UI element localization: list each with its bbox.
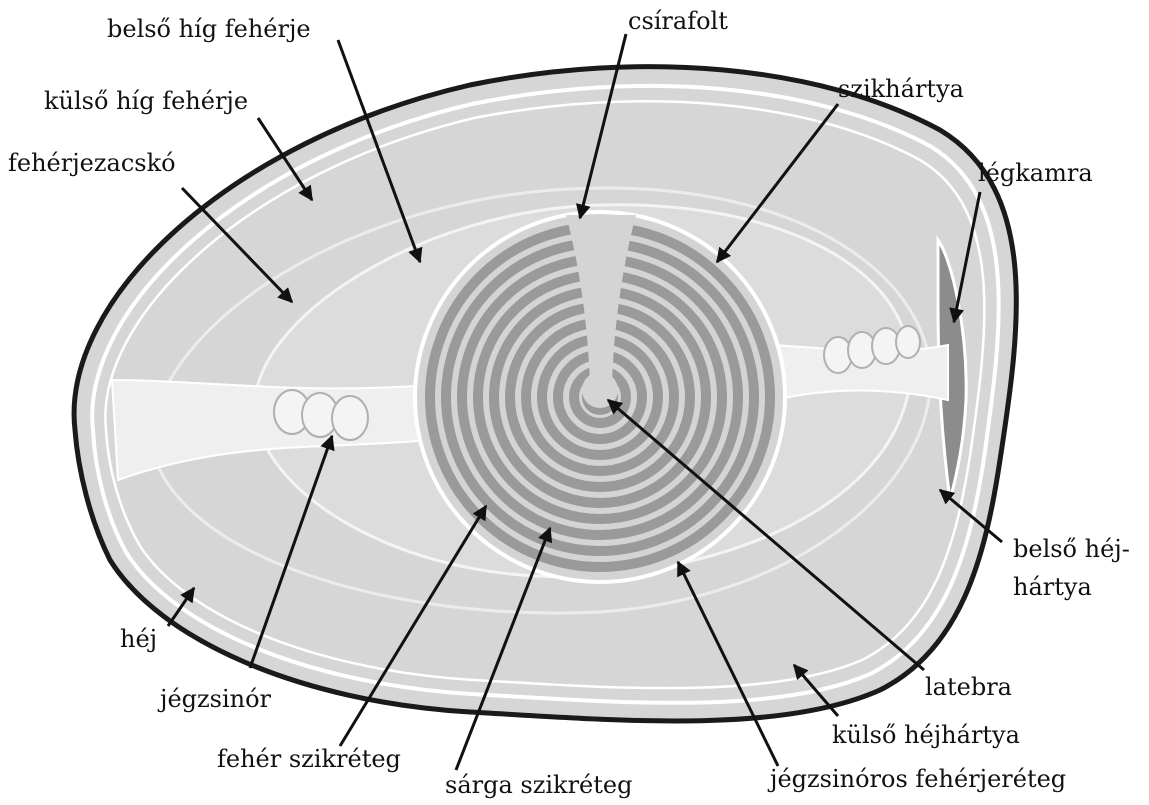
label-szikhartya: szikhártya xyxy=(838,74,964,104)
label-feherjezacsko: fehérjezacskó xyxy=(8,148,176,178)
label-jegzsinor: jégzsinór xyxy=(160,684,271,714)
label-latebra: latebra xyxy=(925,672,1012,702)
label-hej: héj xyxy=(120,624,157,654)
label-kulso-hejhartya: külső héjhártya xyxy=(832,720,1020,750)
label-csirafolt: csírafolt xyxy=(628,6,728,36)
label-belso-hejhartya-line2: hártya xyxy=(1013,568,1130,606)
label-feher-szikreteg: fehér szikréteg xyxy=(217,744,401,774)
label-belso-hejhartya: belső héj- hártya xyxy=(1013,530,1130,606)
label-jegzsinoros-feherjereteg: jégzsinóros fehérjeréteg xyxy=(770,764,1066,794)
label-belso-hig-feherje: belső híg fehérje xyxy=(107,14,311,44)
label-kulso-hig-feherje: külső híg fehérje xyxy=(44,86,248,116)
label-sarga-szikreteg: sárga szikréteg xyxy=(445,770,632,800)
label-legkamra: légkamra xyxy=(978,158,1093,188)
label-belso-hejhartya-line1: belső héj- xyxy=(1013,530,1130,568)
chalaza-twists-left xyxy=(274,390,368,440)
